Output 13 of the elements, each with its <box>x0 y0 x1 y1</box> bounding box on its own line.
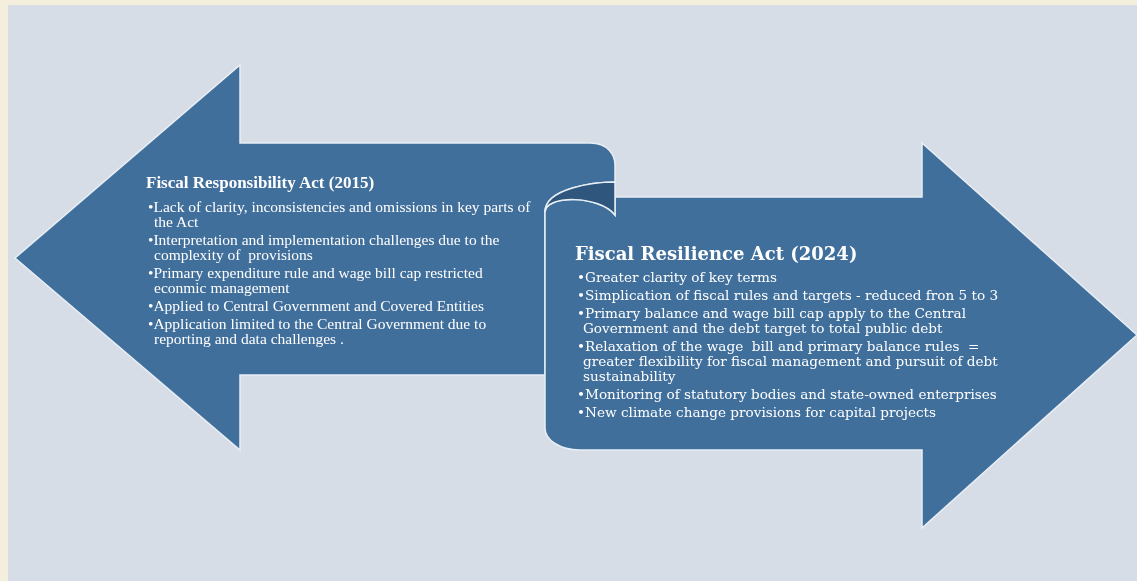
bullet-item: •Applied to Central Government and Covered Entities <box>147 297 485 313</box>
bullet-item: •New climate change provisions for capital projects <box>576 405 938 420</box>
bullet-item: •Lack of clarity, inconsistencies and omissions in key parts of the Act <box>147 198 532 229</box>
bullet-item: •Application limited to the Central Government due to reporting and data challenges . <box>147 315 488 346</box>
bullet-item: •Primary balance and wage bill cap apply to the Central Government and the debt target to total public debt <box>576 306 967 336</box>
bullet-item: •Interpretation and implementation challenges due to the complexity of provisions <box>147 231 501 262</box>
bullet-item: •Primary expenditure rule and wage bill cap restricted econmic management <box>147 264 484 295</box>
bullet-item: •Monitoring of statutory bodies and state-owned enterprises <box>576 387 998 402</box>
bullet-item: •Relaxation of the wage bill and primary balance rules = greater flexibility for fiscal management and pursuit of debt sustainability <box>576 339 999 384</box>
bullet-item: •Greater clarity of key terms <box>576 270 778 285</box>
heading: Fiscal Responsibility Act (2015) <box>146 172 376 194</box>
bullet-item: •Simplication of fiscal rules and targets - reduced fron 5 to 3 <box>576 288 1000 303</box>
heading: Fiscal Resilience Act (2024) <box>575 242 859 266</box>
